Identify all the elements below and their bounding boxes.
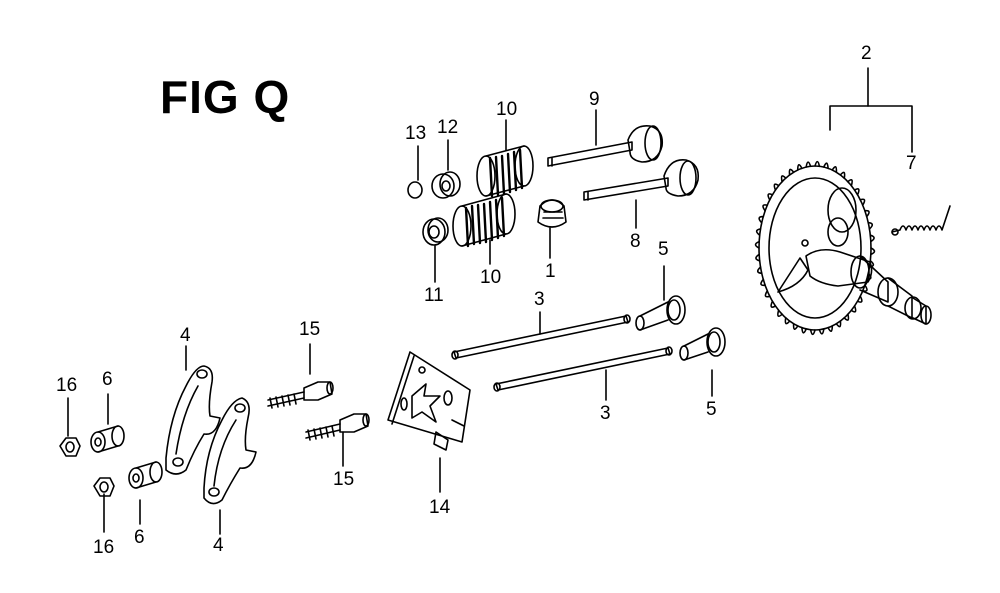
callout-5: 5 — [706, 399, 717, 420]
gear-tooth — [785, 318, 789, 324]
gear-tooth — [756, 242, 760, 248]
gear-tooth — [811, 330, 815, 335]
gear-tooth — [763, 205, 767, 211]
callout-13: 13 — [405, 123, 427, 144]
decompressor-spring — [892, 206, 950, 235]
intake-valve — [584, 160, 698, 200]
callout-16: 16 — [93, 537, 115, 558]
callout-3: 3 — [600, 403, 611, 424]
gear-tooth — [789, 169, 793, 175]
gear-tooth — [771, 301, 775, 307]
callout-4: 4 — [180, 325, 191, 346]
gear-tooth — [757, 229, 761, 235]
callout-10: 10 — [496, 99, 518, 120]
figure-title: FIG Q — [160, 71, 291, 123]
gear-tooth — [865, 211, 869, 217]
gear-tooth — [848, 180, 852, 186]
gear-tooth — [828, 326, 832, 331]
callout-11: 11 — [424, 285, 444, 306]
callout-3: 3 — [534, 289, 545, 310]
gear-tooth — [798, 165, 802, 170]
valve-rotator — [423, 218, 448, 245]
gear-tooth — [794, 324, 798, 329]
callout-9: 9 — [589, 89, 600, 110]
gear-tooth — [871, 248, 875, 254]
callout-10: 10 — [480, 267, 502, 288]
leader-lines — [67, 67, 913, 535]
gear-tooth — [858, 296, 862, 302]
rocker-arm — [166, 366, 220, 474]
gear-tooth — [824, 163, 828, 168]
gear-tooth — [851, 306, 855, 312]
rocker-arm-pivot — [129, 462, 162, 488]
callout-4: 4 — [213, 535, 224, 556]
gear-tooth — [802, 328, 806, 333]
callout-6: 6 — [134, 527, 145, 548]
gear-tooth — [774, 184, 778, 190]
valve-spring — [477, 146, 533, 196]
gear-tooth — [759, 217, 763, 223]
gear-tooth — [868, 223, 872, 229]
gear-tooth — [819, 329, 823, 334]
gear-tooth — [758, 267, 762, 273]
tappet — [680, 328, 725, 360]
gear-tooth — [778, 310, 782, 316]
exhaust-valve — [548, 126, 662, 166]
callout-16: 16 — [56, 375, 78, 396]
gear-tooth — [768, 194, 772, 200]
callout-15: 15 — [333, 469, 355, 490]
rocker-arm — [204, 398, 256, 504]
push-rod-guide-plate — [388, 352, 470, 450]
pivot-adjusting-nut — [94, 478, 114, 496]
pivot-bolt — [306, 414, 369, 440]
gear-tooth — [761, 279, 765, 285]
gear-tooth — [836, 321, 840, 327]
callout-7: 7 — [906, 153, 917, 174]
callout-14: 14 — [429, 497, 451, 518]
push-rod — [494, 347, 672, 391]
callout-12: 12 — [437, 117, 459, 138]
gear-tooth — [844, 314, 848, 320]
pivot-bolt — [268, 382, 333, 408]
valve-spring-retainer — [432, 172, 460, 198]
camshaft-gear — [756, 162, 931, 335]
valve-stem-seal — [538, 200, 566, 227]
callout-6: 6 — [102, 369, 113, 390]
push-rod — [452, 315, 630, 359]
gear-tooth — [765, 291, 769, 297]
gear-tooth — [855, 189, 859, 195]
gear-tooth — [832, 167, 836, 172]
callout-8: 8 — [630, 231, 641, 252]
gear-tooth — [815, 162, 819, 167]
callout-5: 5 — [658, 239, 669, 260]
valve-stem-cap — [408, 182, 422, 198]
rocker-arm-pivot — [91, 426, 124, 452]
pivot-adjusting-nut — [60, 438, 80, 456]
gear-tooth — [782, 176, 786, 182]
callout-2: 2 — [861, 43, 872, 64]
gear-tooth — [870, 235, 874, 241]
callout-15: 15 — [299, 319, 321, 340]
gear-tooth — [860, 199, 864, 205]
tappet — [636, 296, 685, 330]
callout-1: 1 — [545, 261, 556, 282]
valve-spring — [453, 194, 515, 246]
gear-tooth — [756, 254, 760, 260]
gear-tooth — [806, 162, 810, 167]
gear-tooth — [840, 172, 844, 178]
gear-teeth — [756, 162, 875, 335]
